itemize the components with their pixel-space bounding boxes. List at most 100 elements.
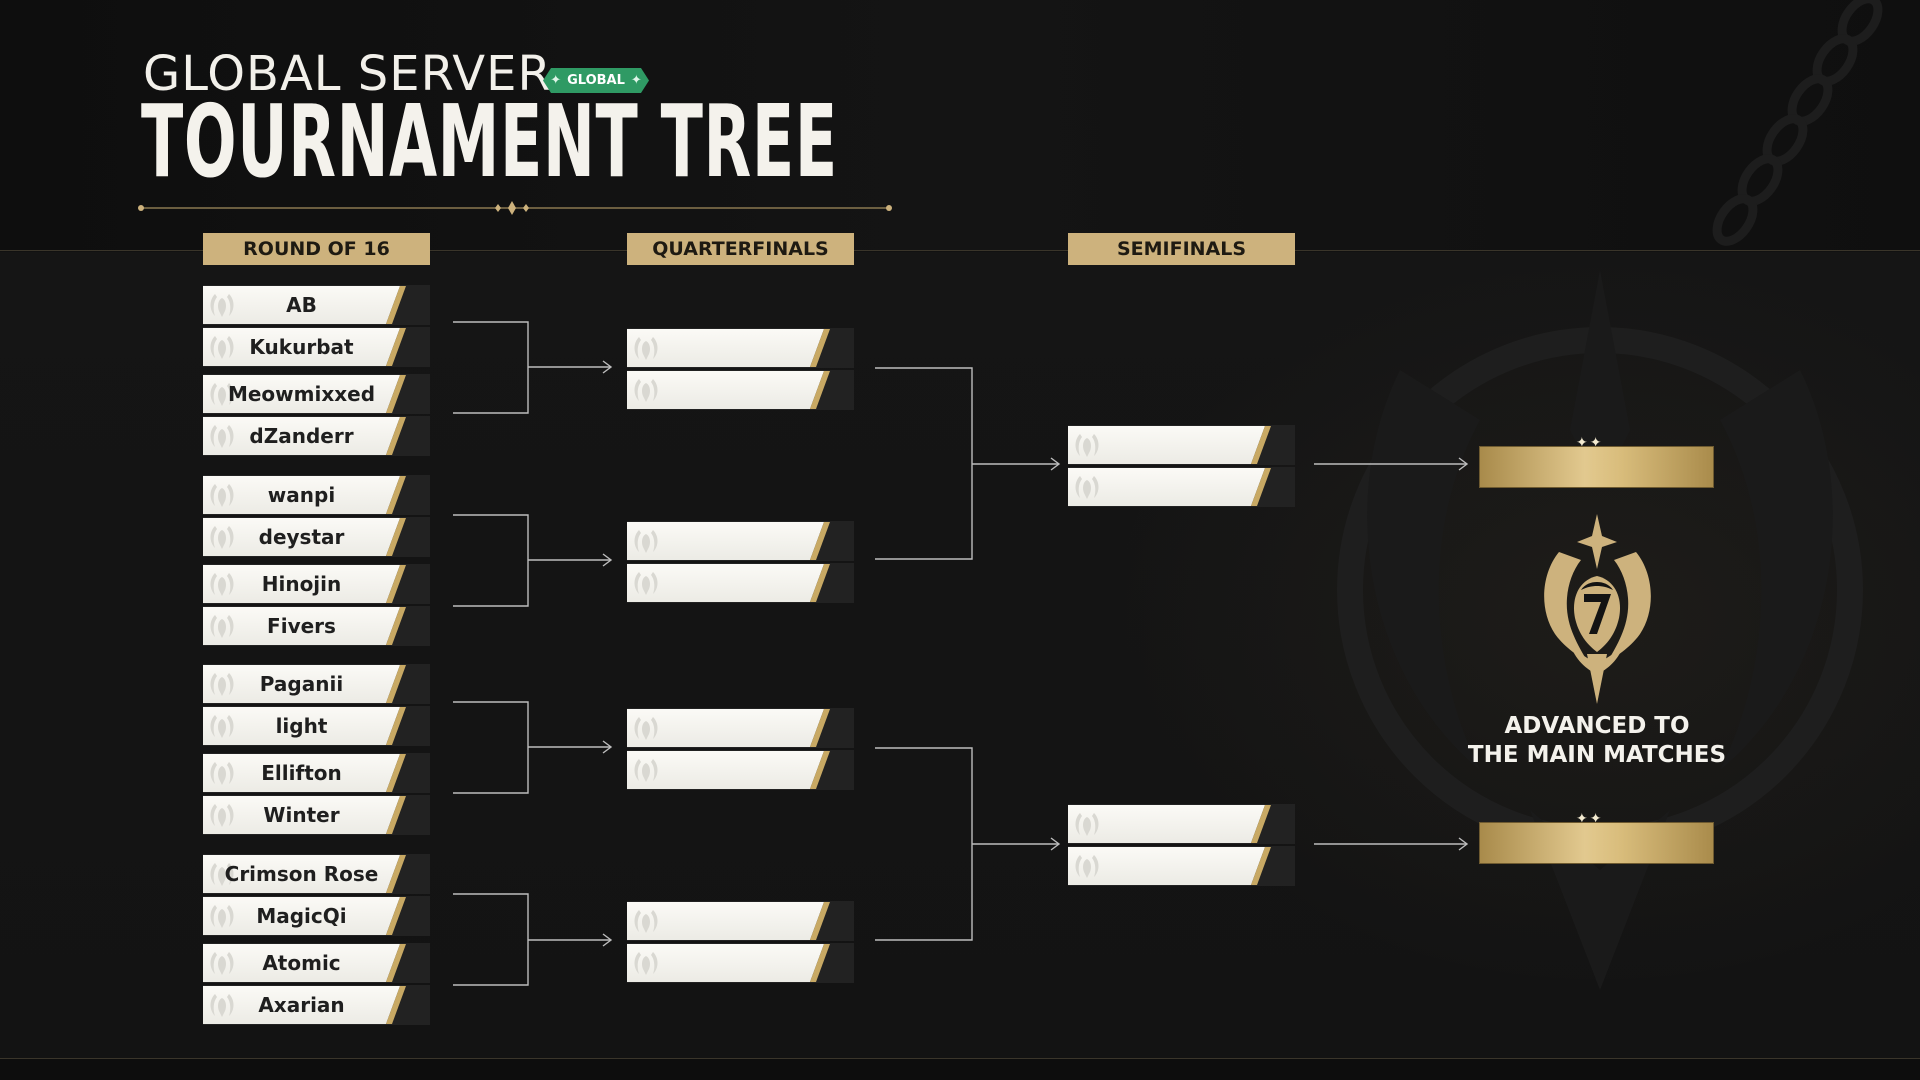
advanced-line-1: ADVANCED TO [1504, 713, 1690, 739]
player-name: MagicQi [256, 904, 347, 928]
crest-watermark-icon [634, 759, 658, 782]
player-name: dZanderr [249, 424, 354, 448]
player-name [627, 521, 824, 561]
player-name [627, 708, 824, 748]
qf-slot-5 [627, 708, 854, 748]
slot-plate [203, 286, 400, 324]
r16-slot-7: Hinojin [203, 564, 430, 604]
header-band [0, 0, 1920, 251]
qf-slot-3 [627, 521, 854, 561]
crest-watermark-icon [1075, 855, 1099, 878]
player-name: Atomic [262, 951, 341, 975]
slot-plate [203, 476, 400, 514]
r16-slot-1: AB [203, 285, 430, 325]
player-name: Paganii [259, 672, 344, 696]
player-name: deystar [258, 525, 345, 549]
crest-watermark-icon [1075, 476, 1099, 499]
crest-watermark-icon [634, 910, 658, 933]
crest-watermark-icon [210, 762, 234, 785]
crest-watermark-icon [210, 804, 234, 827]
slot-plate [627, 564, 824, 602]
slot-plate [1068, 426, 1265, 464]
player-name [1068, 804, 1265, 844]
crest-watermark-icon [210, 905, 234, 928]
slot-plate [203, 565, 400, 603]
crest-watermark-icon [634, 572, 658, 595]
r16-slot-15: Atomic [203, 943, 430, 983]
slot-plate [627, 944, 824, 982]
finalist-slot-1 [1479, 446, 1714, 488]
sparkle-icon: ✦ [630, 73, 642, 88]
finalist-slot-2 [1479, 822, 1714, 864]
player-name [627, 750, 824, 790]
player-name [1068, 846, 1265, 886]
crest-watermark-icon [210, 383, 234, 406]
slot-plate [203, 417, 400, 455]
crest-watermark-icon [634, 379, 658, 402]
r16-slot-4: dZanderr [203, 416, 430, 456]
crest-watermark-icon [210, 484, 234, 507]
header-round-of-16: ROUND OF 16 [203, 233, 430, 265]
qf-slot-4 [627, 563, 854, 603]
slot-plate [203, 375, 400, 413]
slot-plate [627, 522, 824, 560]
r16-slot-13: Crimson Rose [203, 854, 430, 894]
page-title: TOURNAMENT TREE [141, 83, 838, 200]
slot-plate [203, 944, 400, 982]
crest-watermark-icon [210, 863, 234, 886]
crest-watermark-icon [210, 425, 234, 448]
advanced-label: ADVANCED TO THE MAIN MATCHES [1457, 712, 1737, 770]
player-name [627, 943, 824, 983]
slot-plate [203, 607, 400, 645]
player-name: Meowmixxed [227, 382, 376, 406]
player-name: light [275, 714, 328, 738]
qf-slot-7 [627, 901, 854, 941]
region-badge: ✦ GLOBAL ✦ [543, 68, 649, 93]
qf-slot-2 [627, 370, 854, 410]
player-name [627, 563, 824, 603]
header-quarterfinals: QUARTERFINALS [627, 233, 854, 265]
footer-divider [0, 1058, 1920, 1059]
crest-watermark-icon [210, 573, 234, 596]
player-name: Kukurbat [249, 335, 354, 359]
crest-watermark-icon [634, 530, 658, 553]
chain-decoration-icon [1712, 0, 1883, 246]
slot-plate [627, 709, 824, 747]
slot-plate [203, 665, 400, 703]
slot-plate [203, 986, 400, 1024]
crest-watermark-icon [210, 526, 234, 549]
slot-plate [203, 897, 400, 935]
sf-slot-2 [1068, 467, 1295, 507]
player-name: Fivers [267, 614, 336, 638]
slot-plate [203, 518, 400, 556]
player-name: AB [286, 293, 317, 317]
header-semifinals: SEMIFINALS [1068, 233, 1295, 265]
r16-slot-14: MagicQi [203, 896, 430, 936]
slot-plate [627, 902, 824, 940]
advanced-line-2: THE MAIN MATCHES [1467, 742, 1727, 768]
sparkle-icon: ✦ [550, 73, 562, 88]
slot-plate [203, 855, 400, 893]
r16-slot-12: Winter [203, 795, 430, 835]
slot-plate [1068, 468, 1265, 506]
qf-slot-1 [627, 328, 854, 368]
slot-plate [1068, 847, 1265, 885]
slot-plate [627, 751, 824, 789]
player-name: Hinojin [261, 572, 342, 596]
player-name: Ellifton [261, 761, 342, 785]
r16-slot-5: wanpi [203, 475, 430, 515]
slot-plate [1068, 805, 1265, 843]
player-name [627, 328, 824, 368]
crest-watermark-icon [634, 952, 658, 975]
slot-plate [203, 796, 400, 834]
crest-watermark-icon [210, 294, 234, 317]
sf-slot-1 [1068, 425, 1295, 465]
r16-slot-3: Meowmixxed [203, 374, 430, 414]
crest-watermark-icon [210, 615, 234, 638]
slot-plate [203, 707, 400, 745]
crest-watermark-icon [210, 715, 234, 738]
r16-slot-6: deystar [203, 517, 430, 557]
r16-slot-11: Ellifton [203, 753, 430, 793]
crest-watermark-icon [634, 337, 658, 360]
